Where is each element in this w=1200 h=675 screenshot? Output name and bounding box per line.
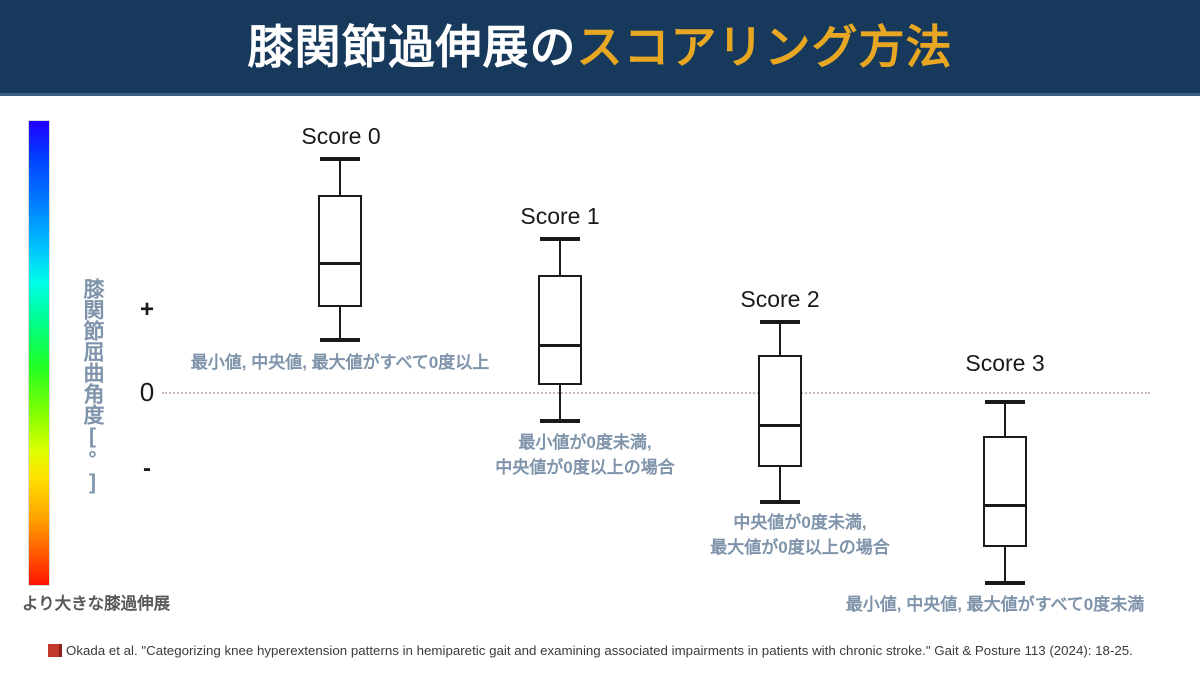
annotation-score-0: 最小値, 中央値, 最大値がすべて0度以上 [190, 353, 490, 372]
box-score-1 [538, 275, 582, 385]
whisker-lower-score-3 [1004, 547, 1006, 583]
zero-reference-line [162, 392, 1150, 394]
citation-text: Okada et al. "Categorizing knee hyperext… [66, 643, 1133, 658]
whisker-lower-score-1 [559, 385, 561, 421]
y-axis-label: 膝関節屈曲角度[°] [81, 278, 104, 494]
citation: Okada et al. "Categorizing knee hyperext… [48, 643, 1133, 658]
whisker-cap-lower-score-1 [540, 419, 580, 423]
knee-flexion-colorbar [28, 120, 50, 586]
boxplot-title-score-2: Score 2 [740, 286, 820, 312]
page-title-primary: 膝関節過伸展の [247, 21, 577, 73]
whisker-upper-score-1 [559, 237, 561, 275]
whisker-cap-lower-score-0 [320, 338, 360, 342]
whisker-upper-score-2 [779, 320, 781, 355]
page-title: 膝関節過伸展のスコアリング方法 [0, 16, 1200, 78]
title-bar [0, 0, 1200, 93]
y-axis-tick-zero: 0 [139, 377, 155, 407]
whisker-lower-score-2 [779, 467, 781, 502]
annotation-score-2: 中央値が0度未満, 最大値が0度以上の場合 [710, 513, 890, 557]
annotation-score-3: 最小値, 中央値, 最大値がすべて0度未満 [845, 595, 1145, 614]
boxplot-title-score-0: Score 0 [301, 123, 381, 149]
boxplot-title-score-1: Score 1 [520, 203, 600, 229]
annotation-score-1: 最小値が0度未満, 中央値が0度以上の場合 [495, 433, 675, 477]
whisker-cap-lower-score-2 [760, 500, 800, 504]
bookmark-icon [48, 644, 62, 657]
median-line-score-2 [758, 424, 802, 427]
whisker-upper-score-0 [339, 157, 341, 195]
median-line-score-0 [318, 262, 362, 265]
box-score-3 [983, 436, 1027, 547]
whisker-cap-lower-score-3 [985, 581, 1025, 585]
box-score-2 [758, 355, 802, 467]
y-axis-tick-negative: - [143, 455, 151, 482]
boxplot-title-score-3: Score 3 [965, 350, 1045, 376]
box-score-0 [318, 195, 362, 307]
whisker-lower-score-0 [339, 307, 341, 340]
title-bar-underline [0, 93, 1200, 96]
whisker-upper-score-3 [1004, 400, 1006, 436]
median-line-score-3 [983, 504, 1027, 507]
colorbar-caption: より大きな膝過伸展 [22, 595, 171, 613]
page-title-accent: スコアリング方法 [576, 21, 953, 73]
y-axis-tick-positive: + [139, 296, 154, 323]
median-line-score-1 [538, 344, 582, 347]
